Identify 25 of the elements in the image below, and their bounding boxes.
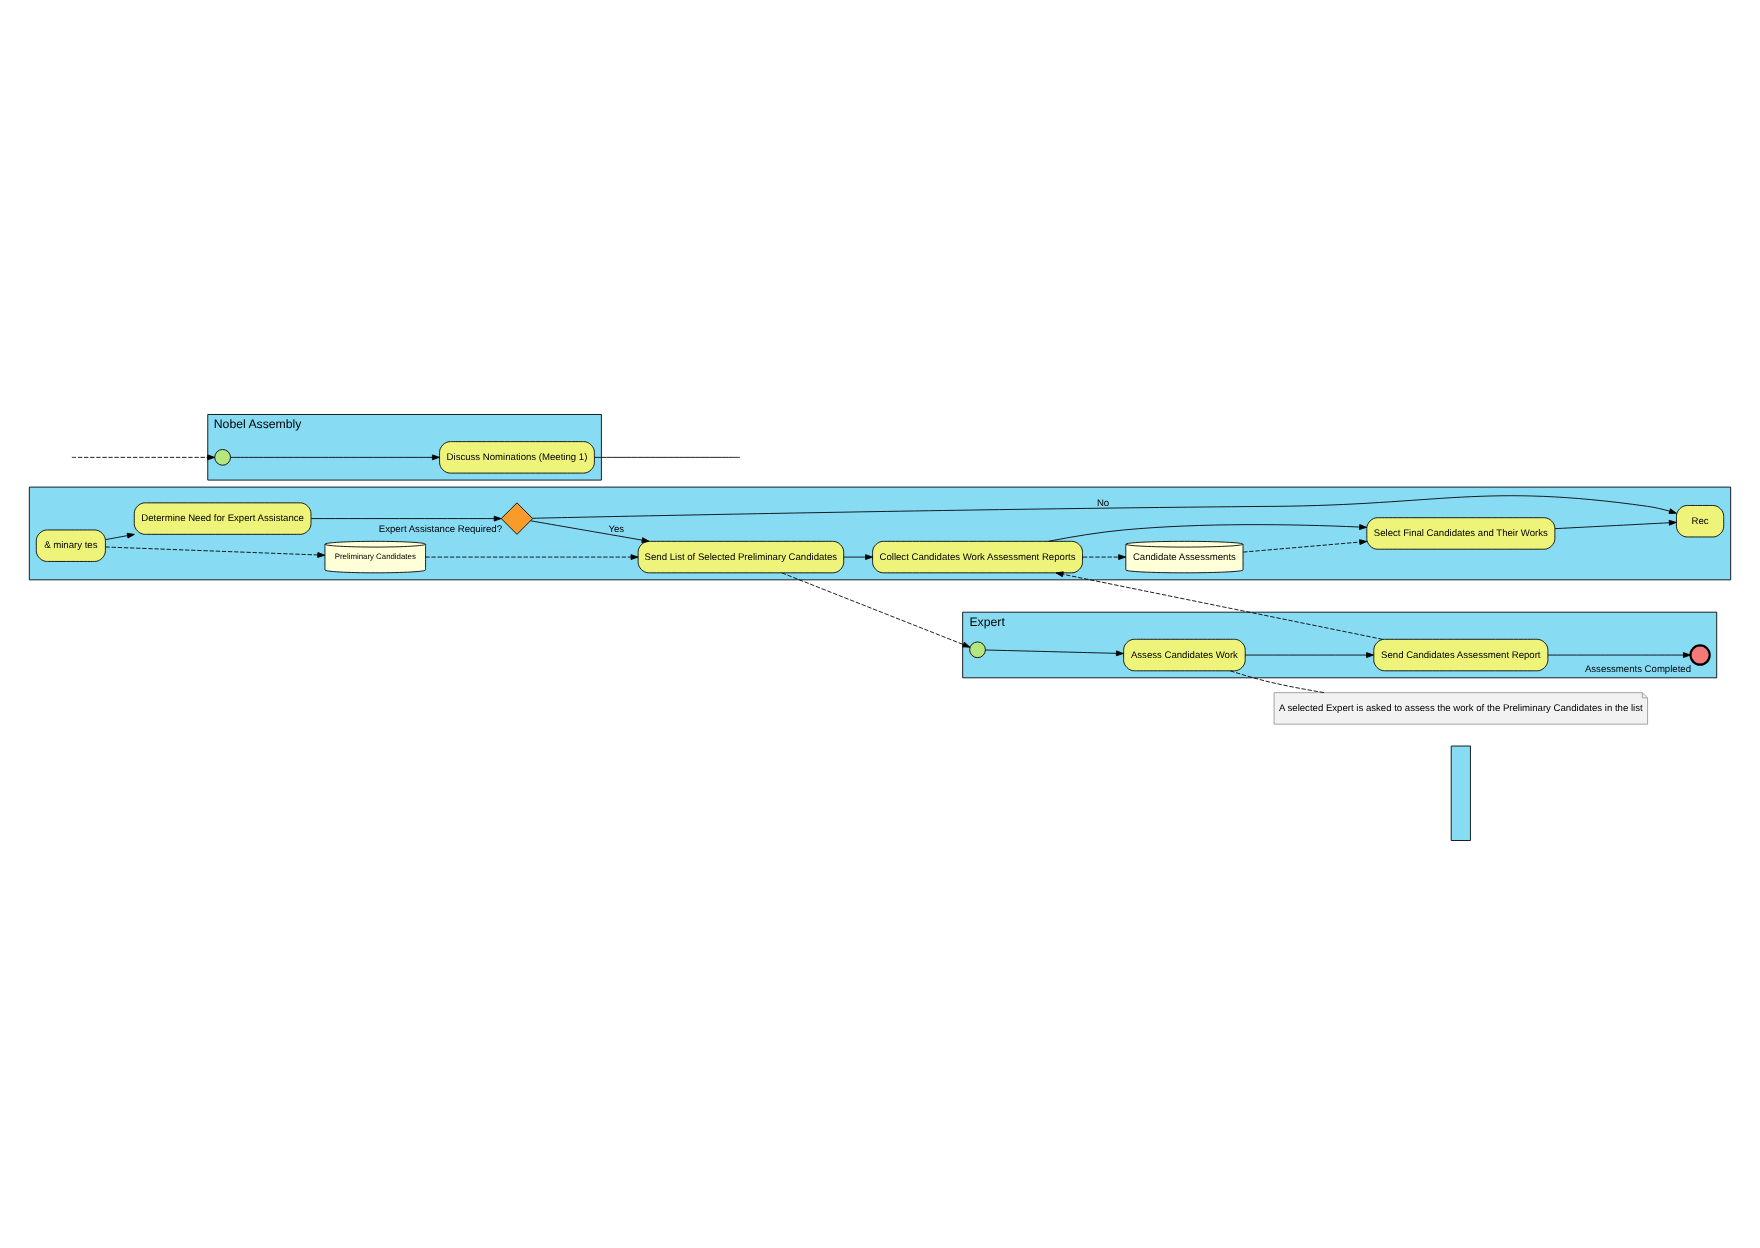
node-circle [1689,644,1711,666]
arrow [985,649,1124,657]
arrow [230,454,440,461]
arrow [1554,519,1677,530]
arrow [530,520,650,543]
arrow [310,515,502,522]
node-circle [214,449,231,466]
node-diamond [500,502,534,535]
arrow [781,572,971,648]
arrow [1055,571,1383,640]
node-box [1450,745,1471,841]
arrow [1242,539,1368,553]
arrow [532,495,1677,519]
node-circle [969,641,986,659]
arrow [1244,652,1374,658]
connector [594,456,741,458]
arrow [425,554,639,560]
arrow [1082,554,1127,560]
arrow [105,532,135,540]
connector [1229,670,1325,694]
arrow [71,454,216,461]
arrow [105,546,326,558]
arrow [1048,524,1368,542]
arrow [1547,652,1691,658]
arrow [843,554,873,560]
